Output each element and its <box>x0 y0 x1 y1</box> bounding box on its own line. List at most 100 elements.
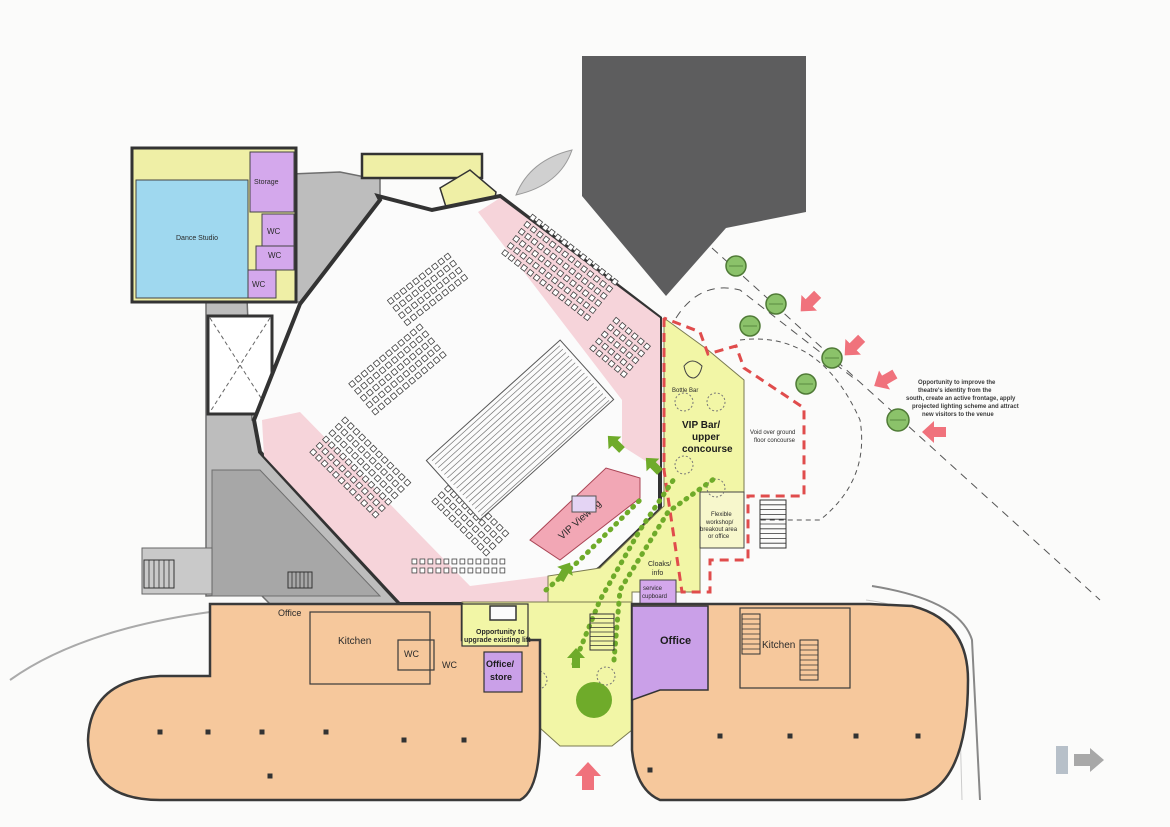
seat <box>589 344 598 353</box>
seat <box>568 267 577 276</box>
rake-line <box>474 393 604 509</box>
seat <box>332 458 341 467</box>
seat <box>606 335 615 344</box>
road-edge-2 <box>675 287 857 381</box>
seat <box>309 448 318 457</box>
seat <box>568 279 577 288</box>
seat <box>378 378 387 387</box>
vip-bar-label-1: VIP Bar/ <box>682 420 720 431</box>
seat <box>443 496 452 505</box>
seat <box>592 274 601 283</box>
storage-room <box>249 151 295 213</box>
flexible-label-1: Flexible <box>711 512 732 518</box>
seat <box>353 386 362 395</box>
seat <box>365 504 374 513</box>
seat <box>583 313 592 322</box>
seat <box>477 530 486 539</box>
rake-line <box>465 383 594 499</box>
vip-bar-label-2: upper <box>692 432 720 443</box>
seat <box>408 364 417 373</box>
table-circle <box>674 455 694 475</box>
seat <box>610 277 619 286</box>
seat <box>426 349 435 358</box>
seat <box>451 558 458 565</box>
seat <box>542 235 551 244</box>
seat <box>345 446 354 455</box>
seat <box>378 366 387 375</box>
seat <box>386 296 395 305</box>
seat <box>411 567 418 574</box>
seat <box>427 567 434 574</box>
seat <box>601 354 610 363</box>
seat <box>484 512 493 521</box>
lift-shaft-cross-2 <box>209 317 271 413</box>
seat <box>326 465 335 474</box>
column <box>267 773 273 779</box>
seat <box>348 379 357 388</box>
seat <box>631 356 640 365</box>
seat <box>524 244 533 253</box>
seat <box>437 257 446 266</box>
seat <box>624 327 633 336</box>
seat <box>619 345 628 354</box>
foyer-wing-right <box>630 602 970 802</box>
seat <box>449 259 458 268</box>
seat <box>408 352 417 361</box>
seat <box>341 416 350 425</box>
seat <box>588 306 597 315</box>
seat <box>395 386 404 395</box>
office-main-room <box>631 605 709 702</box>
seat <box>607 347 616 356</box>
seat <box>396 350 405 359</box>
rake-line <box>437 352 567 468</box>
seat <box>538 266 547 275</box>
seat <box>422 303 431 312</box>
seat <box>391 343 400 352</box>
seat <box>586 270 595 279</box>
seat <box>467 558 474 565</box>
seat <box>625 363 634 372</box>
seat <box>593 286 602 295</box>
seat <box>334 422 343 431</box>
seat <box>512 234 521 243</box>
route-arrow-icon <box>556 562 573 582</box>
seat <box>453 520 462 529</box>
office-store-label-2: store <box>490 672 512 682</box>
seat <box>314 453 323 462</box>
seat <box>356 457 365 466</box>
seat <box>477 518 486 527</box>
canopy-shape <box>515 149 573 196</box>
dance-studio-room <box>135 179 249 299</box>
seat <box>460 513 469 522</box>
seat <box>536 242 545 251</box>
seat <box>437 491 446 500</box>
seat <box>560 238 569 247</box>
bottle-bar-counter <box>683 360 703 379</box>
seat <box>411 289 420 298</box>
seat <box>507 254 516 263</box>
seat <box>386 461 395 470</box>
frontage-note-5: new visitors to the venue <box>922 412 994 418</box>
rake-line <box>456 372 585 489</box>
seat <box>548 240 557 249</box>
seat <box>384 373 393 382</box>
seat <box>475 558 482 565</box>
kitchen-right-label: Kitchen <box>762 640 795 651</box>
seat <box>598 279 607 288</box>
seat <box>334 434 343 443</box>
seat <box>573 260 582 269</box>
flexible-label-3: breakout area <box>700 527 738 533</box>
seat <box>605 284 614 293</box>
seat <box>495 523 504 532</box>
seat <box>642 342 651 351</box>
seat <box>338 452 347 461</box>
seat <box>397 338 406 347</box>
seat <box>378 354 387 363</box>
seat <box>526 268 535 277</box>
seat <box>401 381 410 390</box>
seat <box>582 301 591 310</box>
service-cupboard <box>639 579 677 605</box>
column <box>205 729 211 735</box>
seat <box>556 269 565 278</box>
seat <box>385 473 394 482</box>
